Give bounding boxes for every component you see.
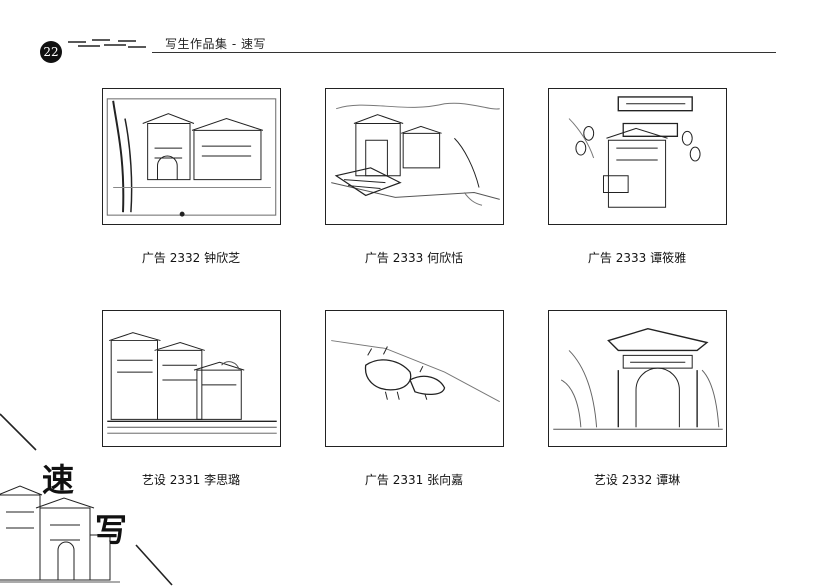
corner-char-su: 速 xyxy=(42,461,75,499)
sketch-village-street xyxy=(325,88,504,225)
cloud-ornament-icon xyxy=(68,39,146,48)
corner-char-xie: 写 xyxy=(95,511,128,549)
caption: 广告 2333 何欣恬 xyxy=(364,251,464,265)
sketch-shopfront-signs xyxy=(548,88,727,225)
sketch-village-buildings xyxy=(102,88,281,225)
header-title: 写生作品集 - 速写 xyxy=(165,37,266,51)
sketch-water-buffalo xyxy=(325,310,504,447)
sketch-archway-gate xyxy=(548,310,727,447)
page-number: 22 xyxy=(40,41,62,63)
header-rule xyxy=(152,52,776,54)
corner-village-illustration xyxy=(0,413,173,586)
sketch-old-waterfront-houses xyxy=(102,310,281,447)
caption: 艺设 2331 李思璐 xyxy=(141,473,241,487)
caption: 艺设 2332 谭琳 xyxy=(593,473,681,487)
caption: 广告 2333 谭筱雅 xyxy=(587,251,687,265)
caption: 广告 2331 张向嘉 xyxy=(364,473,464,487)
caption: 广告 2332 钟欣芝 xyxy=(141,251,241,265)
